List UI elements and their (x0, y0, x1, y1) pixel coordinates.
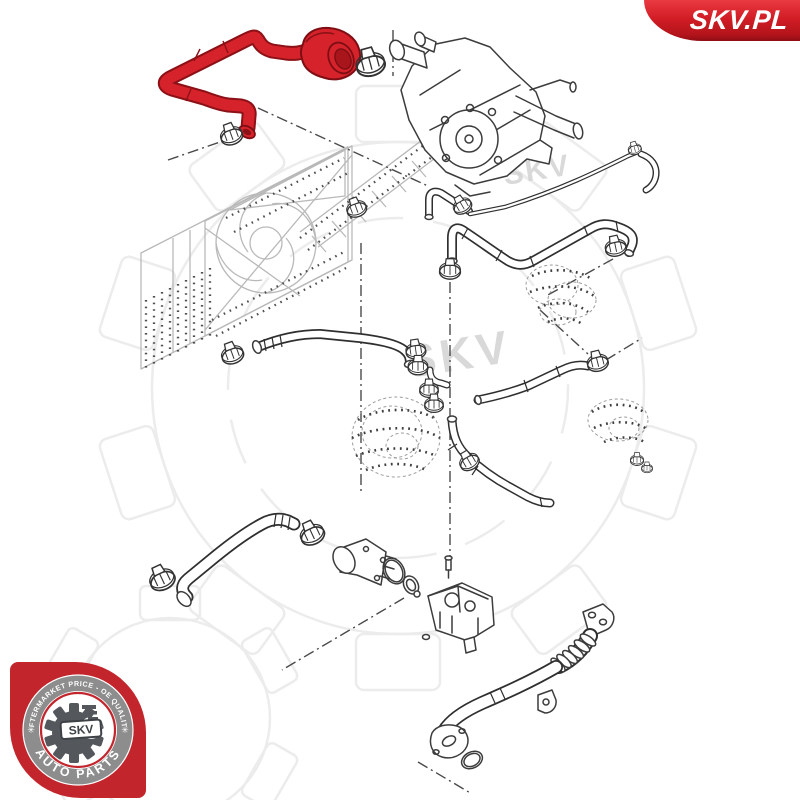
engine-assembly-drawing (388, 31, 584, 197)
metal-pipe-assembly (429, 603, 615, 770)
thermostat-housing-group (332, 538, 495, 654)
brand-banner: SKV.PL (644, 0, 800, 41)
ghost-water-pump (351, 396, 441, 478)
brand-logo-text: SKV.PL (688, 5, 790, 35)
badge-center-text: SKV (68, 722, 94, 738)
ghost-bracket (587, 398, 649, 444)
badge-star-right: ✳ (121, 725, 129, 735)
watermark-gear-large (98, 84, 698, 692)
lower-radiator-hose (176, 512, 301, 608)
highlighted-coolant-hose (157, 26, 362, 140)
small-hose-a (424, 187, 473, 221)
badge-star-left: ✳ (27, 725, 35, 735)
thin-pipe (467, 149, 660, 217)
hose-right (473, 360, 593, 406)
middle-s-hose (446, 219, 638, 270)
badge-emblem: AFTERMARKET PRICE - OE QUALITY AUTO PART… (22, 674, 134, 786)
leader-lines (167, 30, 643, 795)
quality-badge: AFTERMARKET PRICE - OE QUALITY AUTO PART… (10, 662, 146, 798)
ghost-thermostat-housing (525, 264, 597, 326)
hose-lower-right (446, 415, 555, 508)
